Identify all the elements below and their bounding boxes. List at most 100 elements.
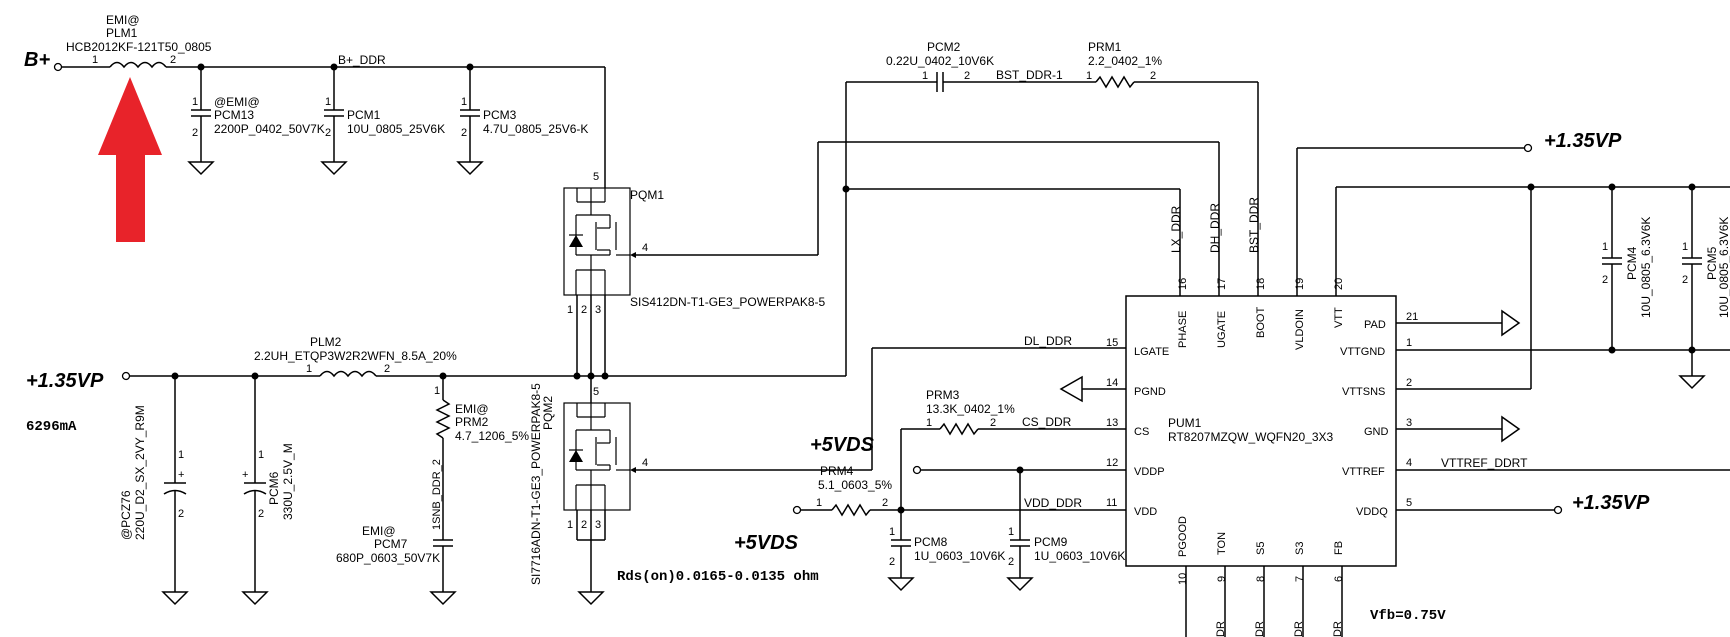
pcz76-plus: + xyxy=(178,469,184,481)
pcm13-tag: @EMI@ xyxy=(214,95,260,109)
ic-pin12-num: 12 xyxy=(1106,457,1118,469)
ic-pin10-name: PGOOD xyxy=(1177,516,1189,557)
plm1-pin2: 2 xyxy=(170,54,176,66)
pum1-ic: PUM1 RT8207MZQW_WQFN20_3X3 PHASE UGATE B… xyxy=(1106,278,1446,637)
pcm8-pin2: 2 xyxy=(889,556,895,568)
pcm7-value: 680P_0603_50V7K xyxy=(336,551,440,565)
prm4-pin2: 2 xyxy=(882,497,888,509)
pcm2-ref: PCM2 xyxy=(927,40,961,54)
ic-right-connections: VTTREF_DDRT +1.35VP 1 2 PCM4 10U_0805_6.… xyxy=(1396,183,1730,515)
prm4-ref: PRM4 xyxy=(820,464,854,478)
plm1-value: HCB2012KF-121T50_0805 xyxy=(66,40,212,54)
prm3-pin1: 1 xyxy=(926,417,932,429)
ic-pin4-num: 4 xyxy=(1406,457,1412,469)
pcm5-value: 10U_0805_6.3V6K xyxy=(1717,217,1730,318)
pcm3-ref: PCM3 xyxy=(483,108,517,122)
plm1-inductor xyxy=(109,61,167,69)
pcm6-plus: + xyxy=(242,469,248,481)
prm4-resistor xyxy=(831,503,871,517)
pqm1-pin4: 4 xyxy=(642,242,648,254)
prm2-resistor xyxy=(435,399,451,439)
prm1-pin2: 2 xyxy=(1150,70,1156,82)
pcm13-value: 2200P_0402_50V7K xyxy=(214,122,325,136)
ic-pin11-name: VDD xyxy=(1134,506,1157,518)
pcz76-pin1: 1 xyxy=(178,449,184,461)
pqm1-pin5: 5 xyxy=(593,171,599,183)
rds-note: Rds(on)0.0165-0.0135 ohm xyxy=(617,569,819,585)
ic-bottom-stub-6: DR xyxy=(1332,621,1344,637)
ic-pin7-name: S3 xyxy=(1294,542,1306,555)
pcm9-value: 1U_0603_10V6K xyxy=(1034,549,1125,563)
ic-left-connections: PRM3 13.3K_0402_1% 1 2 CS_DDR PCM9 1U_06… xyxy=(734,375,1126,592)
ic-pin20-name: VTT xyxy=(1333,307,1345,328)
prm1-value: 2.2_0402_1% xyxy=(1088,54,1162,68)
ic-pin14-name: PGND xyxy=(1134,386,1166,398)
current-note: 6296mA xyxy=(26,419,77,435)
pqm1-value: SIS412DN-T1-GE3_POWERPAK8-5 xyxy=(630,295,826,309)
pcm13-ref: PCM13 xyxy=(214,108,254,122)
pcm9-pin2: 2 xyxy=(1008,556,1014,568)
net-lx-ddr: LX_DDR xyxy=(1169,205,1183,253)
prm3-pin2: 2 xyxy=(990,417,996,429)
plm2-ref: PLM2 xyxy=(310,335,342,349)
pcm8-ref: PCM8 xyxy=(914,535,948,549)
pqm2-pin2: 2 xyxy=(581,519,587,531)
ic-pin1-name: VTTGND xyxy=(1340,346,1385,358)
pcm5-pin2: 2 xyxy=(1682,274,1688,286)
pcz76-value: 220U_D2_SX_2VY_R9M xyxy=(133,405,147,540)
pcm9-pin1: 1 xyxy=(1008,526,1014,538)
ic-pin6-num: 6 xyxy=(1333,576,1345,582)
pqm1-pin1: 1 xyxy=(567,304,573,316)
ic-pin5-num: 5 xyxy=(1406,497,1412,509)
plm2-value: 2.2UH_ETQP3W2R2WFN_8.5A_20% xyxy=(254,349,457,363)
ic-pin15-num: 15 xyxy=(1106,337,1118,349)
pqm2-pin3: 3 xyxy=(595,519,601,531)
pqm2-value: SI7716ADN-T1-GE3_POWERPAK8-5 xyxy=(529,383,543,585)
ic-pin16-name: PHASE xyxy=(1177,311,1189,348)
pcm1-value: 10U_0805_25V6K xyxy=(347,122,445,136)
pcm6-pin2: 2 xyxy=(258,508,264,520)
pcm4-pin2: 2 xyxy=(1602,274,1608,286)
net-dh-ddr: DH_DDR xyxy=(1208,203,1222,253)
pcz76-ref: @PCZ76 xyxy=(119,490,133,540)
plm2-pin2: 2 xyxy=(384,363,390,375)
power-label-bplus: B+ xyxy=(24,49,50,71)
bplus-input-section: B+ EMI@ PLM1 HCB2012KF-121T50_0805 1 2 B… xyxy=(24,13,606,188)
plm2-pin1: 1 xyxy=(306,363,312,375)
plm2-inductor xyxy=(319,370,377,378)
prm2-pin1: 1 xyxy=(434,385,440,397)
net-vdd-ddr: VDD_DDR xyxy=(1024,496,1082,510)
net-vttref: VTTREF_DDRT xyxy=(1441,456,1528,470)
pqm2-pin1: 1 xyxy=(567,519,573,531)
ic-pin9-name: TON xyxy=(1216,532,1228,555)
ic-pin4-name: VTTREF xyxy=(1342,466,1385,478)
prm2-tag: EMI@ xyxy=(455,402,489,416)
pcm3-value: 4.7U_0805_25V6-K xyxy=(483,122,588,136)
ic-pin3-name: GND xyxy=(1364,426,1389,438)
ic-pin9-num: 9 xyxy=(1216,576,1228,582)
pcm8-value: 1U_0603_10V6K xyxy=(914,549,1005,563)
ic-pin21-name: PAD xyxy=(1364,319,1386,331)
pcm4-pin1: 1 xyxy=(1602,241,1608,253)
pqm2-pin5: 5 xyxy=(593,386,599,398)
pcm1-pin1: 1 xyxy=(325,96,331,108)
pcm1-pin2: 2 xyxy=(325,127,331,139)
ic-value: RT8207MZQW_WQFN20_3X3 xyxy=(1168,430,1333,444)
vfb-note: Vfb=0.75V xyxy=(1370,608,1446,624)
pcm5-pin1: 1 xyxy=(1682,241,1688,253)
ic-pin10-num: 10 xyxy=(1177,573,1189,585)
lx-node-section: +1.35VP PLM2 2.2UH_ETQP3W2R2WFN_8.5A_20%… xyxy=(26,335,846,606)
pqm1-mosfet: 4 5 PQM1 SIS412DN-T1-GE3_POWERPAK8-5 1 2… xyxy=(563,171,826,375)
pqm2-pin4: 4 xyxy=(642,457,648,469)
ic-pin16-num: 16 xyxy=(1177,278,1189,290)
ic-pin8-num: 8 xyxy=(1255,576,1267,582)
ic-pin19-name: VLDOIN xyxy=(1294,309,1306,350)
ic-pin15-name: LGATE xyxy=(1134,346,1169,358)
prm3-resistor xyxy=(939,422,979,436)
pqm2-ref: PQM2 xyxy=(541,396,555,430)
ic-pin18-num: 18 xyxy=(1255,278,1267,290)
pqm1-pin3: 3 xyxy=(595,304,601,316)
pcm6-ref: PCM6 xyxy=(267,471,281,505)
prm4-value: 5.1_0603_5% xyxy=(818,478,892,492)
